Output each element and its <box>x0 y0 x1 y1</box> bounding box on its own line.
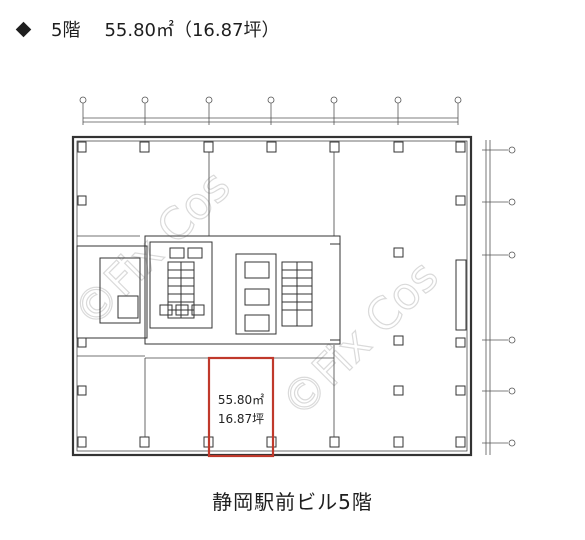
grid-markers-right <box>482 140 516 455</box>
watermark: ©Fix Cos ©Fix Cos <box>63 160 449 428</box>
watermark-text: ©Fix Cos <box>64 161 241 338</box>
unit-area-m2: 55.80㎡ <box>218 393 264 407</box>
core-area <box>76 235 467 345</box>
area-label: 55.80㎡（16.87坪） <box>104 20 280 41</box>
highlighted-unit[interactable]: 55.80㎡ 16.87坪 <box>207 356 275 458</box>
footer-title: 静岡駅前ビル5階 <box>212 490 373 514</box>
header: 5階 55.80㎡（16.87坪） <box>15 16 280 42</box>
floor-label: 5階 <box>51 20 81 41</box>
grid-markers-top <box>79 96 462 125</box>
unit-area-tsubo: 16.87坪 <box>218 412 264 426</box>
